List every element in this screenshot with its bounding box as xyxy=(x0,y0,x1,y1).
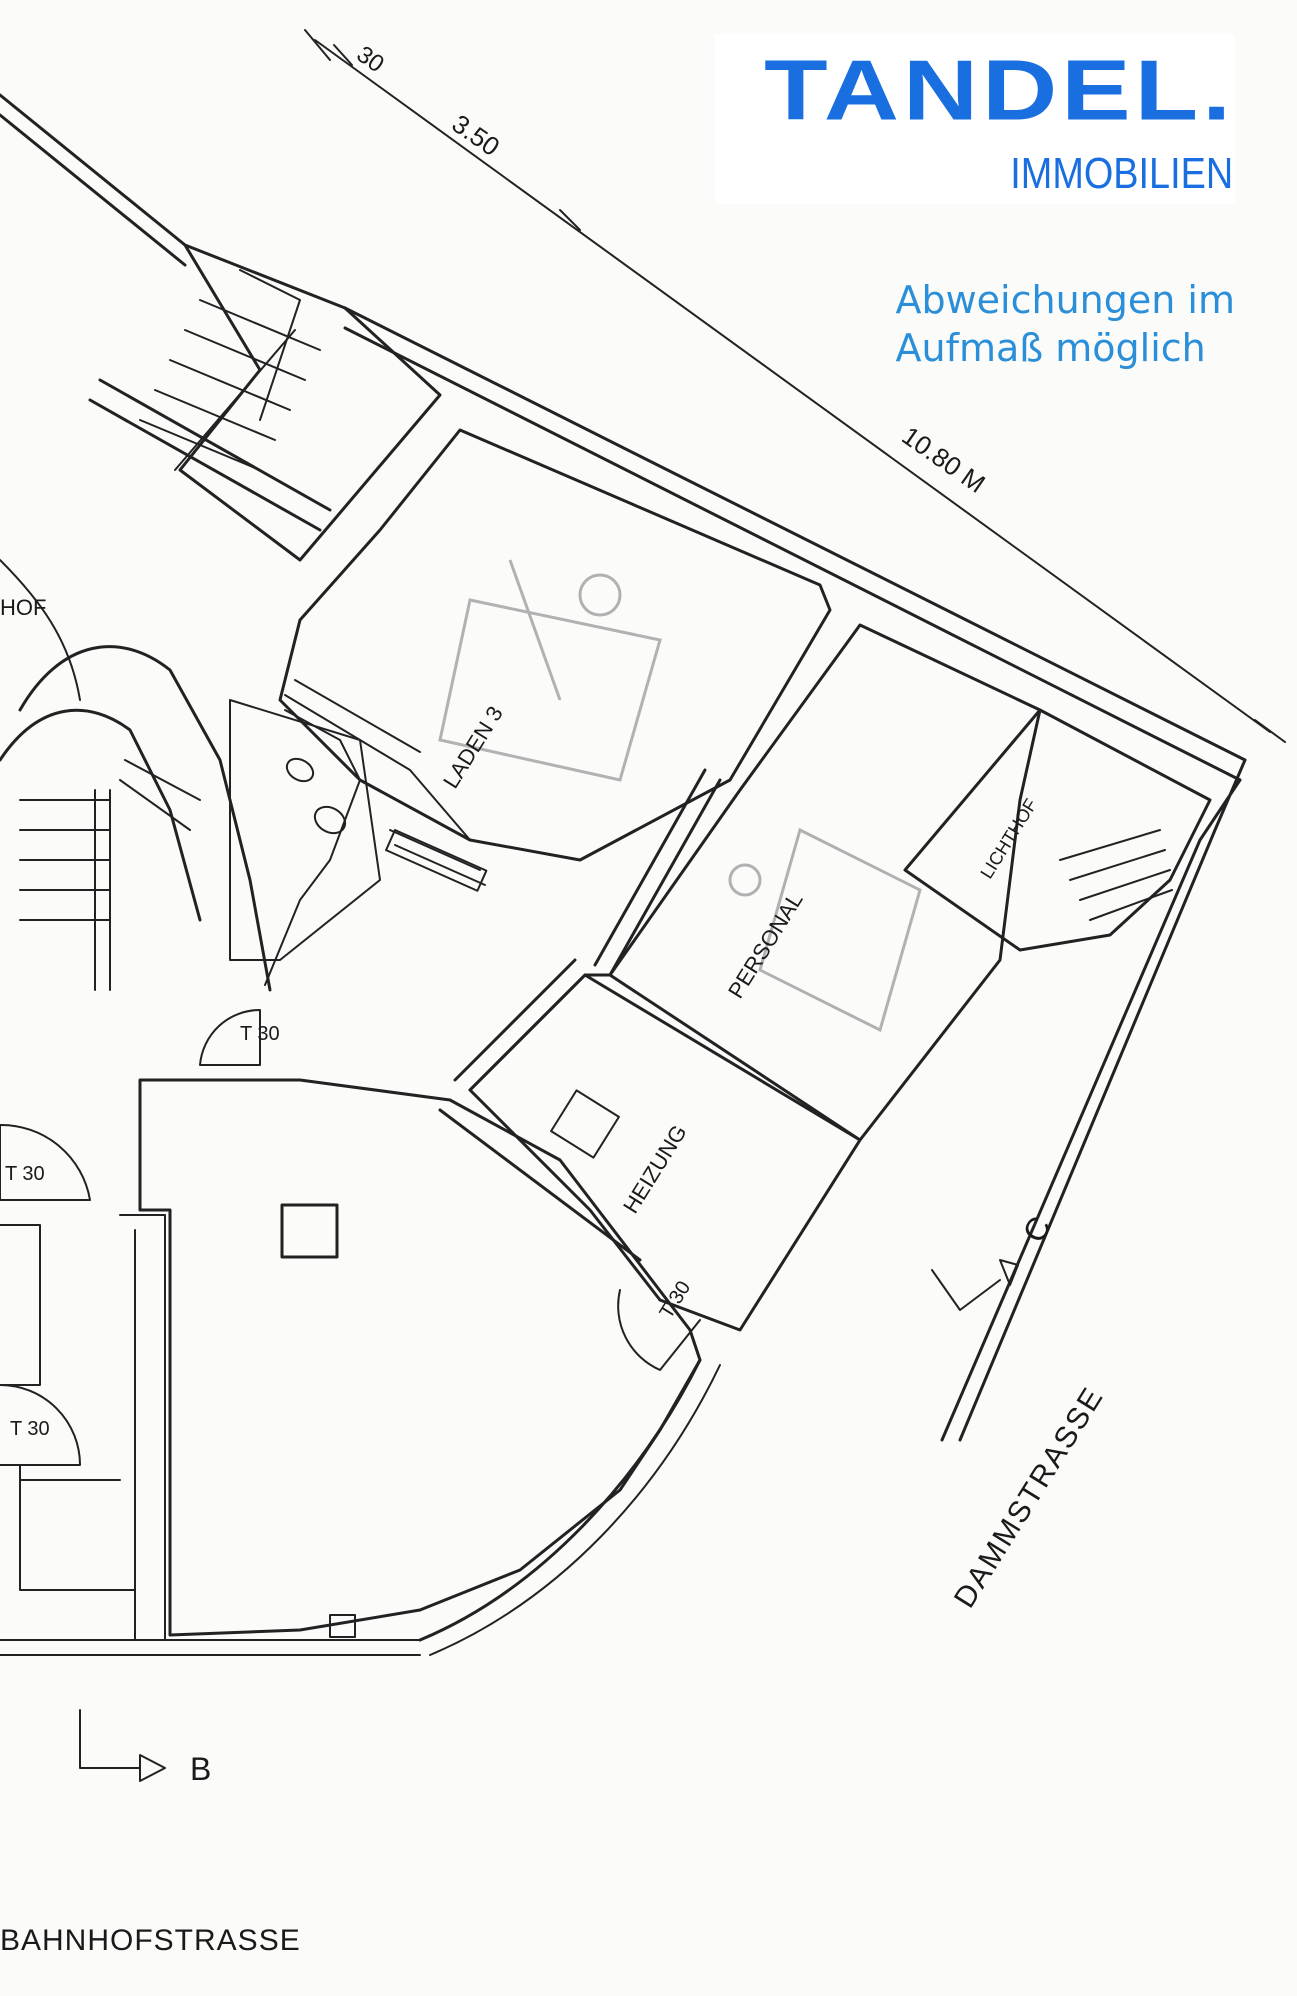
street-label-dammstrasse: DAMMSTRASSE xyxy=(948,1381,1110,1614)
room-label-lichthof: LICHTHOF xyxy=(976,795,1041,882)
door-label: T 30 xyxy=(5,1163,45,1185)
room-label-personal: PERSONAL xyxy=(723,888,808,1003)
desk-sketch xyxy=(758,827,922,1033)
street-label-bahnhofstrasse: BAHNHOFSTRASSE xyxy=(0,1924,301,1957)
door-arc xyxy=(199,1008,261,1066)
logo-subtitle: IMMOBILIEN xyxy=(1010,149,1233,198)
door-arc xyxy=(617,1289,701,1371)
door-arc xyxy=(0,1123,91,1201)
room-label-hof: HOF xyxy=(0,595,46,620)
desk-sketch xyxy=(438,559,662,782)
section-label-b: B xyxy=(190,1751,211,1787)
door-label: T 30 xyxy=(240,1023,280,1045)
dimension-label: 3.50 xyxy=(447,108,506,162)
door-arc xyxy=(0,1384,81,1466)
staircase-upper xyxy=(178,243,442,562)
room-lichthof xyxy=(903,708,1212,952)
logo-brand: TANDEL. xyxy=(764,43,1235,139)
disclaimer-note: Abweichungen im Aufmaß möglich xyxy=(895,276,1235,372)
room-label-laden: LADEN 3 xyxy=(438,702,508,793)
section-label-c: C xyxy=(1015,1210,1058,1249)
company-logo: TANDEL. IMMOBILIEN xyxy=(715,34,1235,204)
door-label: T 30 xyxy=(656,1277,696,1322)
room-personal xyxy=(608,623,1042,1142)
section-marker-c xyxy=(931,1269,1001,1311)
dimension-label: 30 xyxy=(352,41,389,78)
dimension-label: 10.80 M xyxy=(897,420,991,498)
disclaimer-line-1: Abweichungen im xyxy=(895,278,1235,322)
section-marker-b xyxy=(79,1709,141,1769)
door-label: T 30 xyxy=(10,1418,50,1440)
room-label-heizung: HEIZUNG xyxy=(618,1120,692,1217)
dimension-line xyxy=(314,39,1271,733)
room-laden-3 xyxy=(278,428,832,862)
outer-wall-northeast xyxy=(343,306,1247,782)
dimension-tick xyxy=(304,29,1286,743)
room-lower xyxy=(138,1078,702,1637)
staircase-left xyxy=(0,645,272,992)
wc-room xyxy=(229,699,381,961)
outer-wall-east xyxy=(940,758,1247,1442)
disclaimer-line-2: Aufmaß möglich xyxy=(895,326,1206,370)
outer-wall-north xyxy=(0,93,187,267)
